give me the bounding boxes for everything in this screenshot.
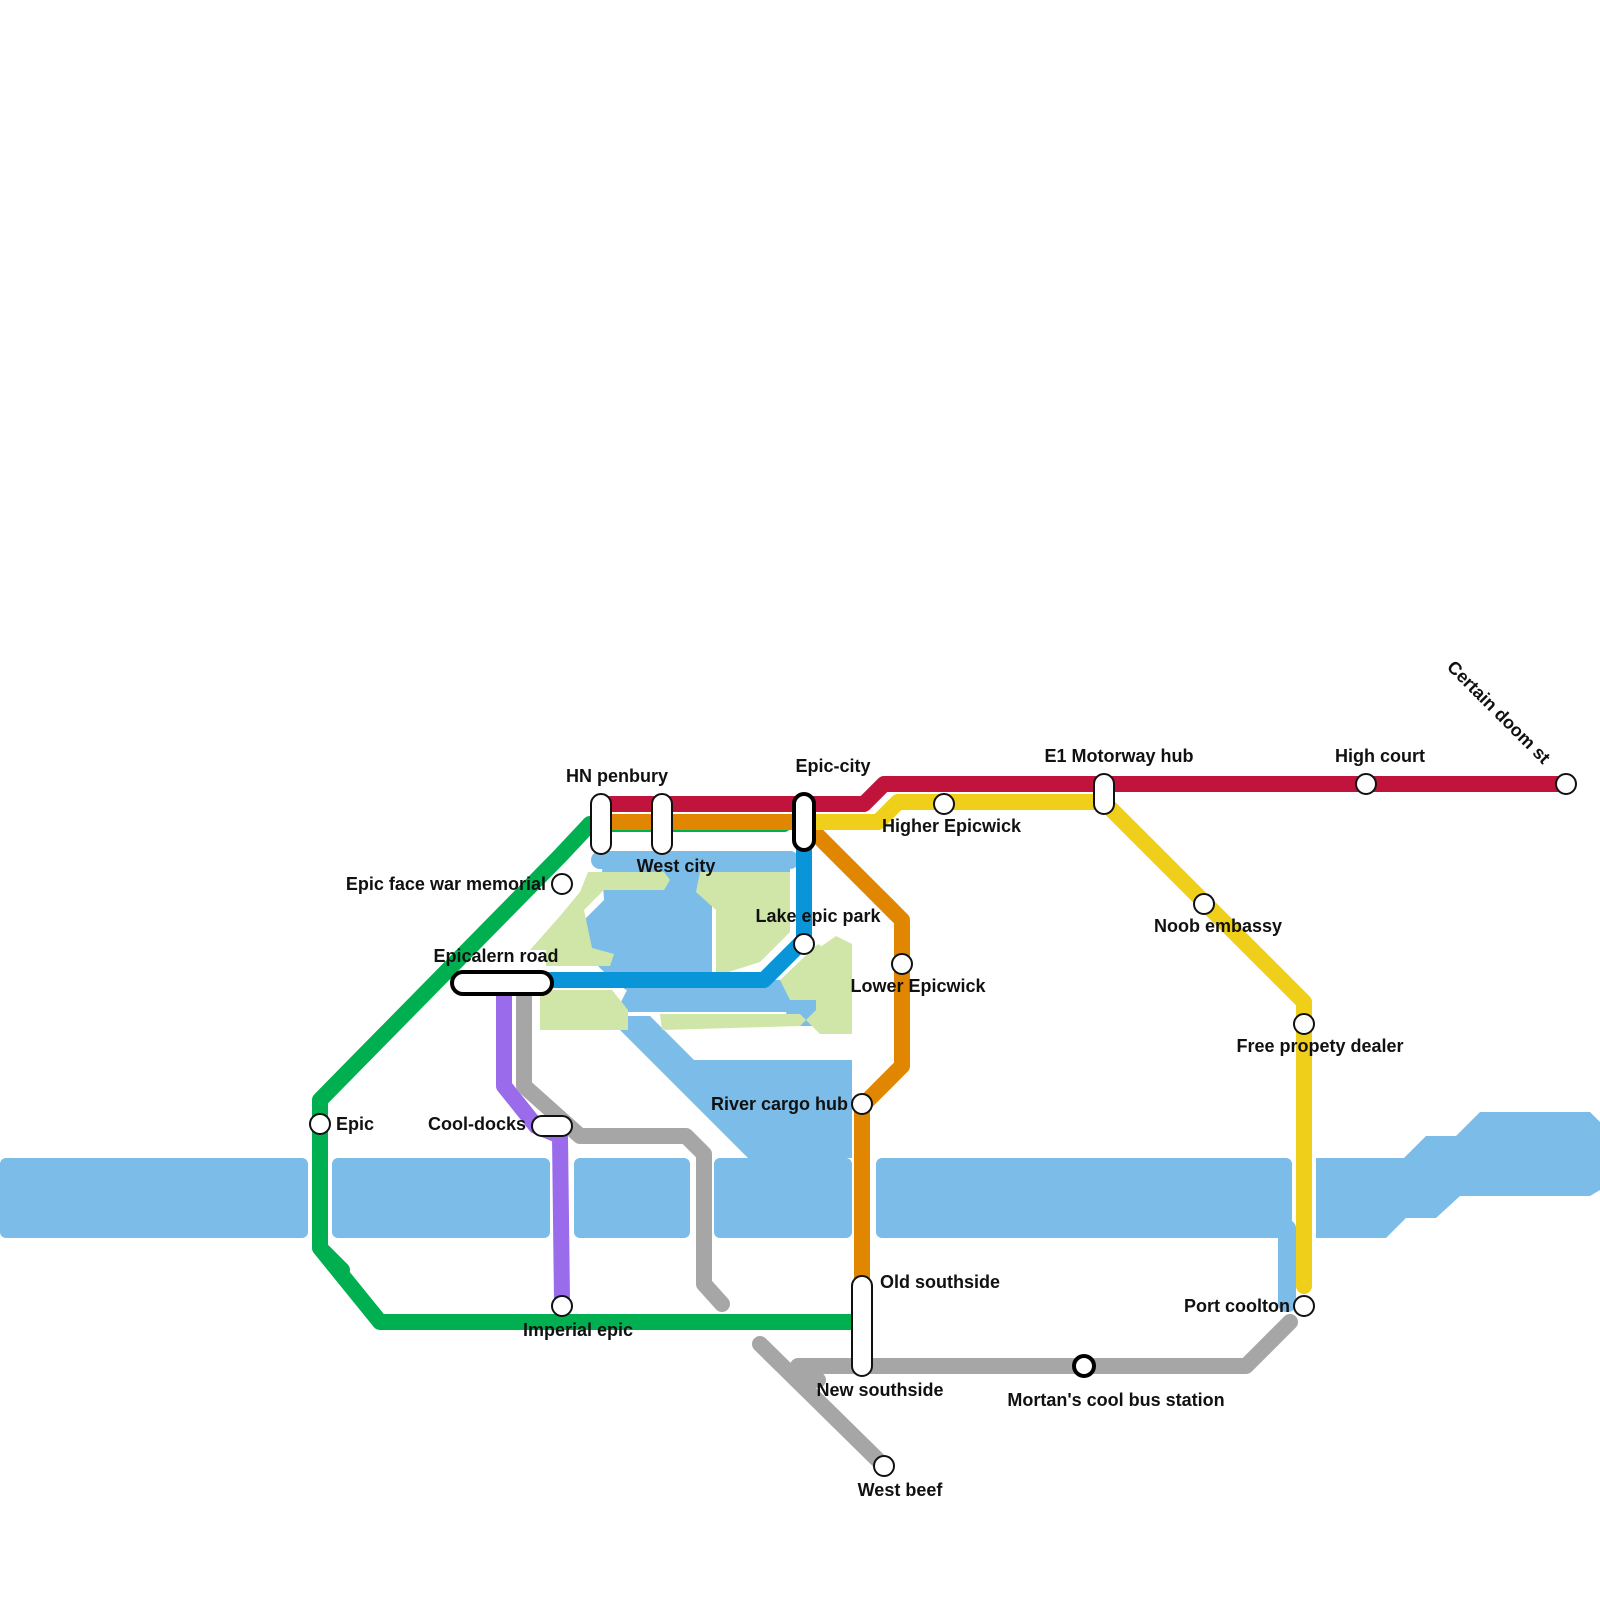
park-area xyxy=(696,872,790,976)
label-high-court: High court xyxy=(1335,746,1425,766)
label-certain-doom-st: Certain doom st xyxy=(1443,657,1554,768)
parks xyxy=(530,872,852,1034)
label-hn-penbury: HN penbury xyxy=(566,766,668,786)
label-epic: Epic xyxy=(336,1114,374,1134)
station-cool-docks-marker[interactable] xyxy=(531,1115,573,1137)
river-segment xyxy=(1316,1112,1600,1238)
station-west-beef-marker[interactable] xyxy=(873,1455,895,1477)
station-west-city-marker[interactable] xyxy=(651,793,673,855)
river-segment xyxy=(574,1158,690,1238)
park-area xyxy=(660,936,852,1034)
station-old-southside-marker[interactable] xyxy=(851,1275,873,1377)
station-noob-embassy-marker[interactable] xyxy=(1193,893,1215,915)
label-lake-epic-park: Lake epic park xyxy=(755,906,881,926)
station-certain-doom-st-marker[interactable] xyxy=(1555,773,1577,795)
label-west-city: West city xyxy=(637,856,716,876)
station-mortans-cool-bus-station-marker[interactable] xyxy=(1072,1354,1096,1378)
river-channel xyxy=(620,1016,852,1158)
label-new-southside: New southside xyxy=(816,1380,943,1400)
label-higher-epicwick: Higher Epicwick xyxy=(882,816,1022,836)
station-high-court-marker[interactable] xyxy=(1355,773,1377,795)
label-free-propety-dealer: Free propety dealer xyxy=(1236,1036,1403,1056)
river-segment xyxy=(714,1158,852,1238)
station-imperial-epic-marker[interactable] xyxy=(551,1295,573,1317)
station-lower-epicwick-marker[interactable] xyxy=(891,953,913,975)
station-river-cargo-hub-marker[interactable] xyxy=(851,1093,873,1115)
stations xyxy=(309,773,1577,1477)
label-mortans-cool-bus-station: Mortan's cool bus station xyxy=(1007,1390,1224,1410)
station-lake-epic-park-marker[interactable] xyxy=(793,933,815,955)
river-segment xyxy=(0,1158,308,1238)
river-inlet xyxy=(1278,1220,1296,1312)
label-west-beef: West beef xyxy=(858,1480,944,1500)
label-epic-city: Epic-city xyxy=(795,756,870,776)
station-epicalern-road-marker[interactable] xyxy=(450,970,554,996)
station-e1-motorway-hub-marker[interactable] xyxy=(1093,773,1115,815)
station-epic-marker[interactable] xyxy=(309,1113,331,1135)
station-hn-penbury-marker[interactable] xyxy=(590,793,612,855)
orange-line xyxy=(594,814,910,1290)
park-area xyxy=(540,990,628,1030)
park-area xyxy=(780,944,830,1000)
label-old-southside: Old southside xyxy=(880,1272,1000,1292)
station-free-propety-dealer-marker[interactable] xyxy=(1293,1013,1315,1035)
lake xyxy=(616,956,834,1026)
lake xyxy=(580,868,790,990)
station-higher-epicwick-marker[interactable] xyxy=(933,793,955,815)
label-port-coolton: Port coolton xyxy=(1184,1296,1290,1316)
label-epicalern-road: Epicalern road xyxy=(433,946,558,966)
blue-line xyxy=(502,814,812,988)
label-cool-docks: Cool-docks xyxy=(428,1114,526,1134)
label-lower-epicwick: Lower Epicwick xyxy=(850,976,986,996)
park-area xyxy=(530,872,670,966)
river-segment xyxy=(876,1158,1292,1238)
red-line xyxy=(594,776,1574,812)
yellow-line xyxy=(808,794,1312,1294)
river-segment xyxy=(332,1158,550,1238)
label-river-cargo-hub: River cargo hub xyxy=(711,1094,848,1114)
station-epic-face-war-memorial-marker[interactable] xyxy=(551,873,573,895)
label-imperial-epic: Imperial epic xyxy=(523,1320,633,1340)
label-epic-face-war-memorial: Epic face war memorial xyxy=(346,874,546,894)
label-e1-motorway-hub: E1 Motorway hub xyxy=(1044,746,1193,766)
station-epic-city-marker[interactable] xyxy=(792,792,816,852)
river xyxy=(0,851,1600,1312)
station-port-coolton-marker[interactable] xyxy=(1293,1295,1315,1317)
label-noob-embassy: Noob embassy xyxy=(1154,916,1282,936)
